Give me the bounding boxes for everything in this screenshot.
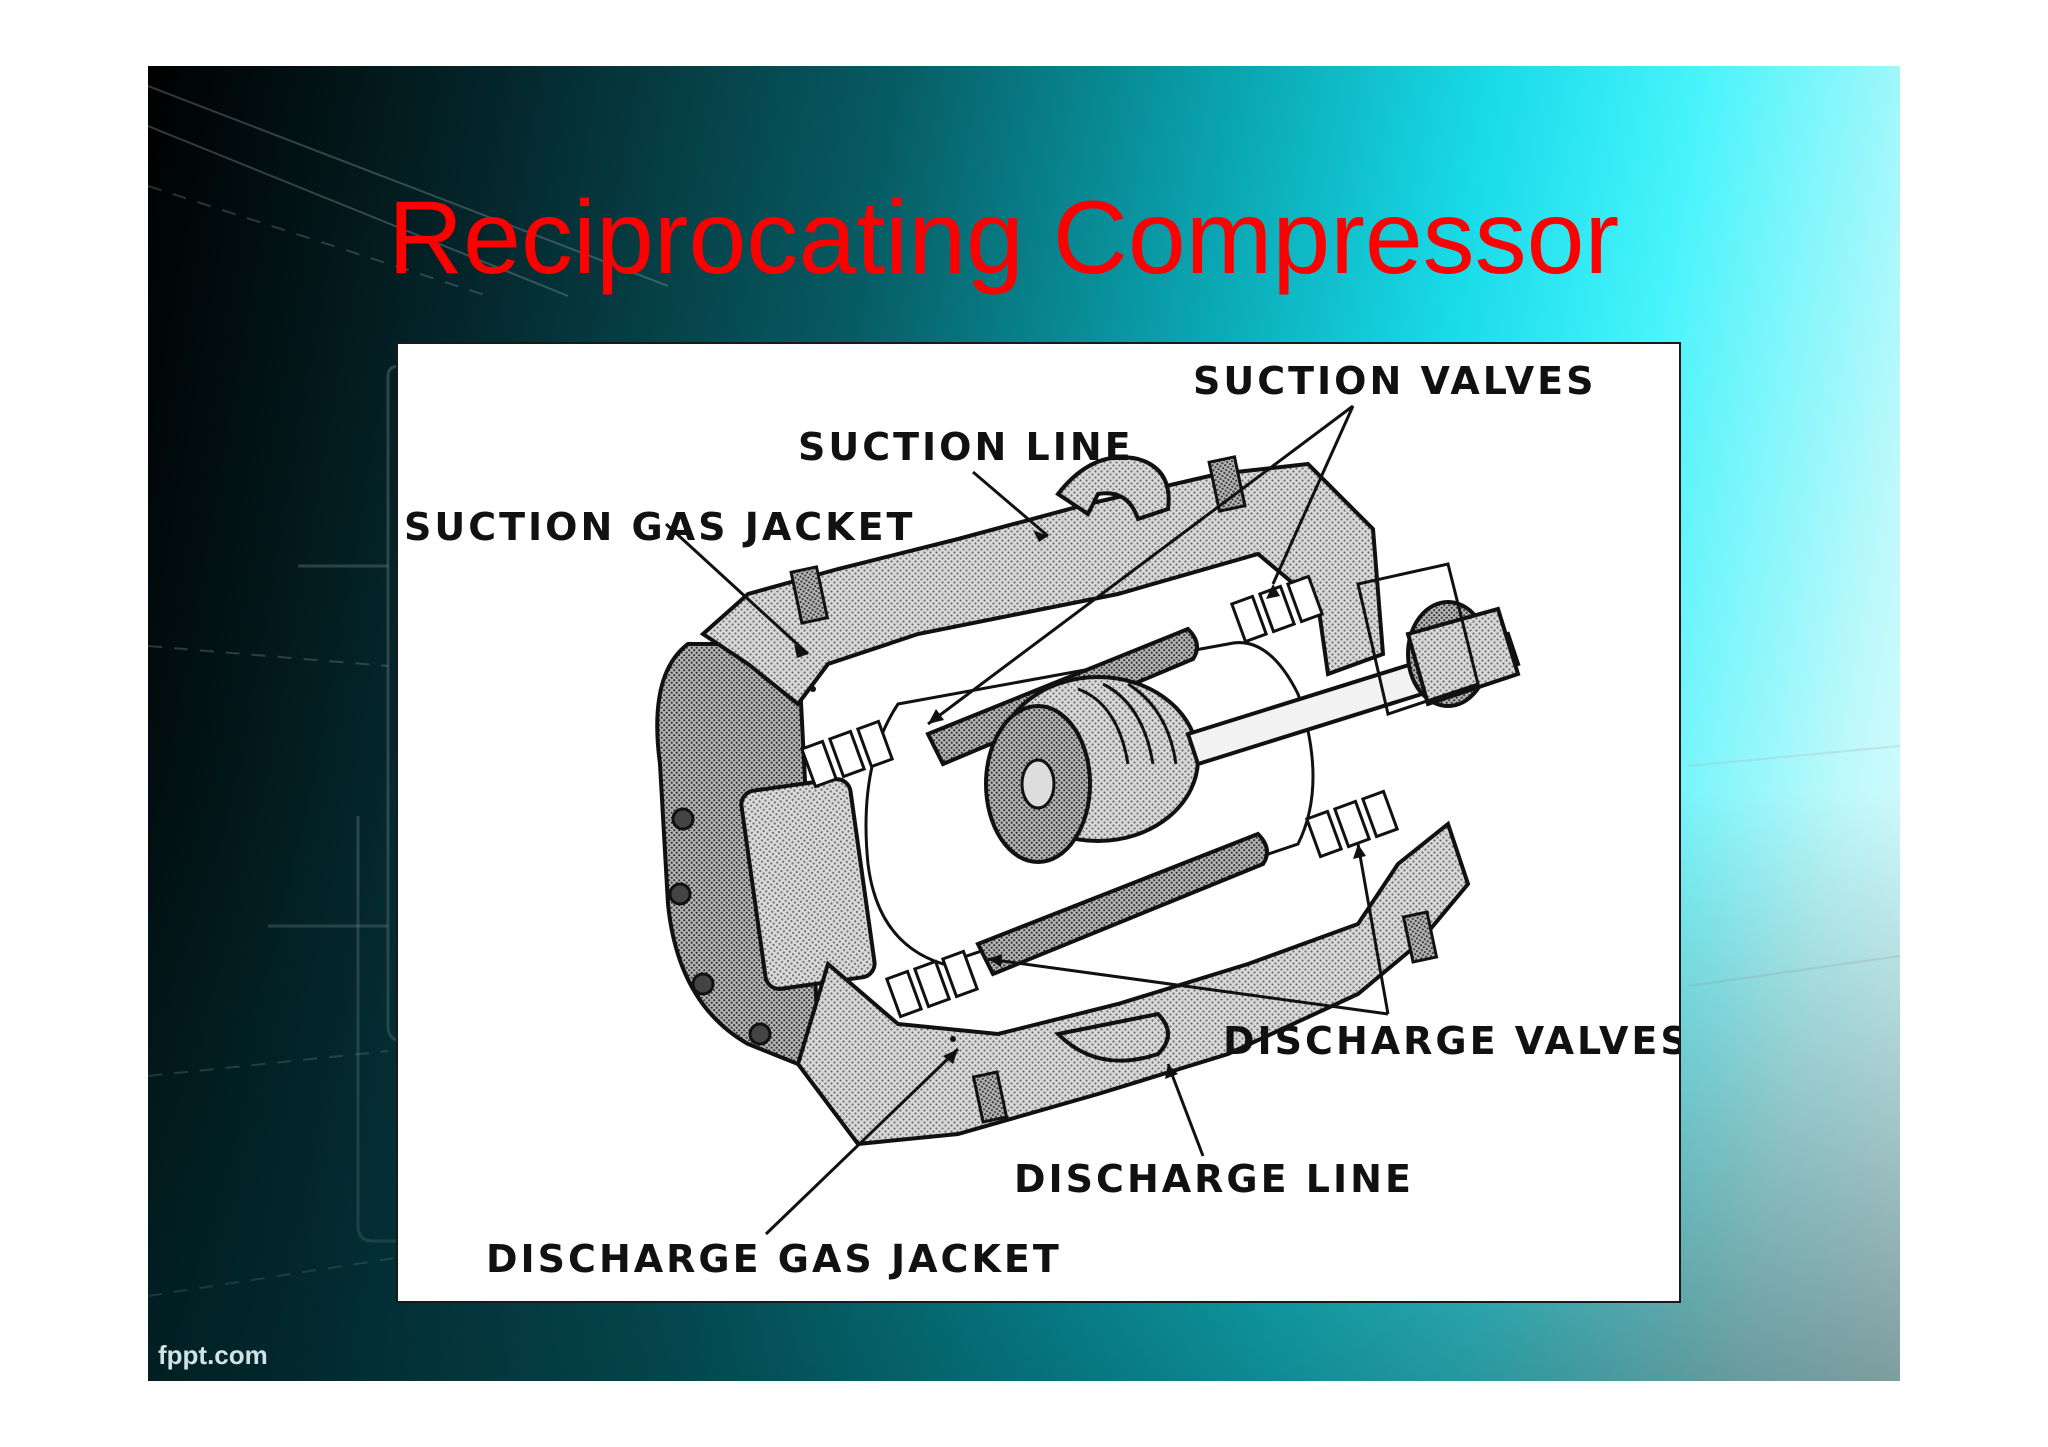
label-suction-line: SUCTION LINE [798, 425, 1134, 469]
cylinder-head [655, 642, 877, 1067]
leader-lines [664, 404, 1390, 1236]
piston-rod [1185, 562, 1521, 767]
background-decoration [148, 85, 1900, 1297]
compressor-figure: SUCTION VALVES SUCTION LINE SUCTION GAS … [396, 342, 1681, 1303]
label-discharge-line: DISCHARGE LINE [1014, 1157, 1414, 1201]
cylinder-bore [864, 641, 1315, 966]
label-discharge-gas-jacket: DISCHARGE GAS JACKET [486, 1237, 1062, 1281]
suction-valve-group-left [799, 719, 895, 789]
compressor-cutaway-drawing [655, 404, 1521, 1236]
piston [984, 675, 1200, 864]
label-suction-gas-jacket: SUCTION GAS JACKET [404, 505, 916, 549]
footer-brand: fppt.com [158, 1340, 268, 1370]
lower-casing [795, 820, 1471, 1147]
discharge-valve-group-left [884, 949, 980, 1019]
suction-valve-group-right [1229, 574, 1325, 644]
upper-casing [699, 455, 1386, 707]
slide-title: Reciprocating Compressor [388, 180, 1620, 296]
label-suction-valves: SUCTION VALVES [1193, 359, 1597, 403]
label-discharge-valves: DISCHARGE VALVES [1223, 1019, 1681, 1063]
slide: Reciprocating Compressor [148, 66, 1900, 1381]
discharge-valve-group-right [1304, 789, 1400, 859]
